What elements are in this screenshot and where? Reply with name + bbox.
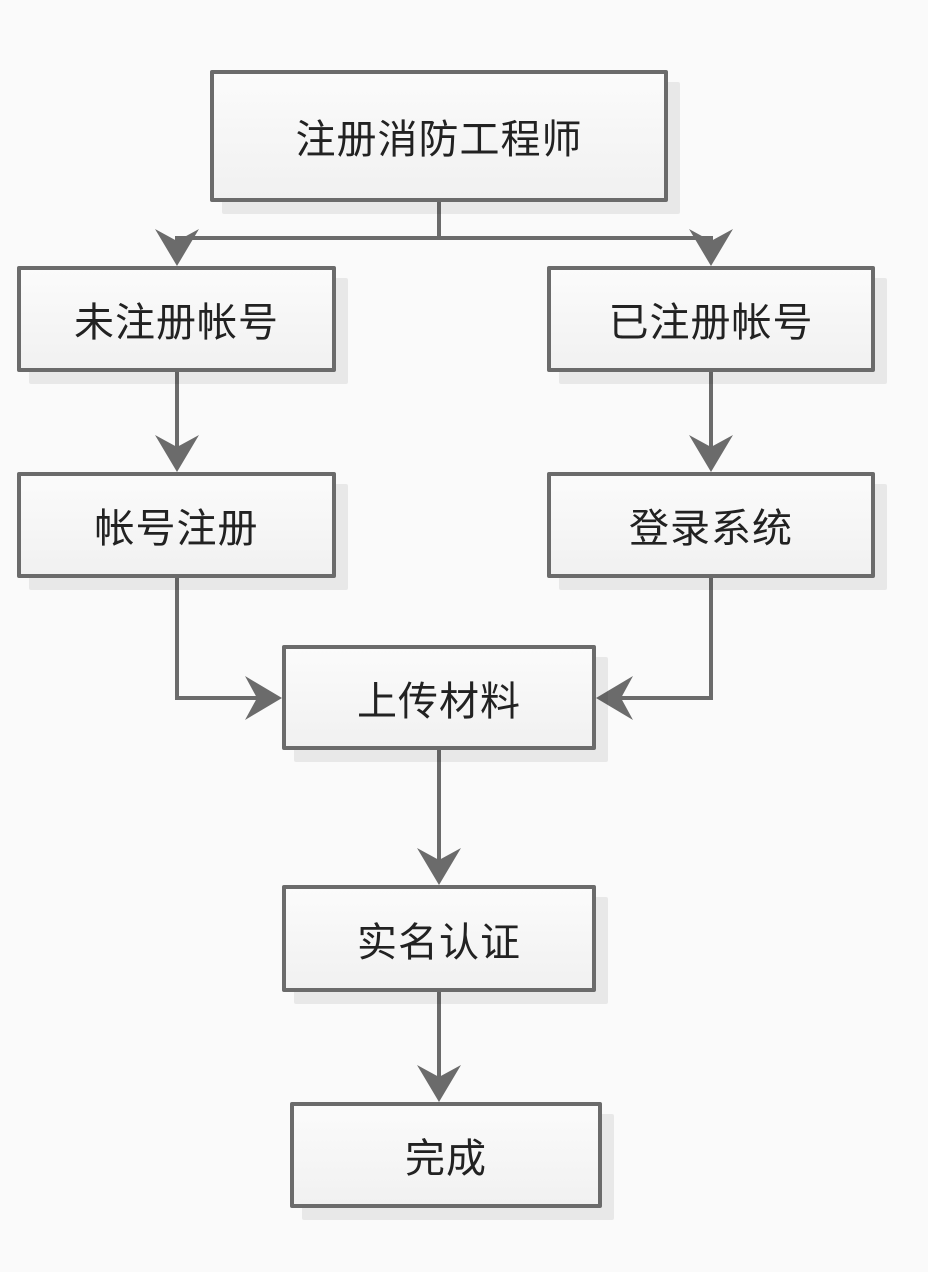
node-label: 已注册帐号	[608, 300, 814, 346]
node-label: 完成	[405, 1136, 487, 1182]
node-label: 未注册帐号	[74, 300, 279, 346]
arrowhead-signup	[155, 435, 199, 472]
arrowhead-unregistered	[155, 229, 199, 266]
edge-signup-upload	[175, 576, 264, 700]
arrowhead-registered	[689, 229, 733, 266]
arrowhead-login	[689, 435, 733, 472]
arrowhead-upload-right	[596, 676, 633, 720]
node-upload-materials: 上传材料	[282, 645, 596, 750]
arrowhead-upload-left	[245, 676, 282, 720]
node-login-system: 登录系统	[547, 472, 875, 578]
node-register-fire-engineer: 注册消防工程师	[210, 70, 668, 202]
node-complete: 完成	[290, 1102, 602, 1208]
node-registered-account: 已注册帐号	[547, 266, 875, 372]
arrowhead-verify	[417, 848, 461, 885]
node-label: 登录系统	[629, 506, 793, 552]
node-real-name-verification: 实名认证	[282, 885, 596, 992]
arrowhead-done	[417, 1065, 461, 1102]
node-unregistered-account: 未注册帐号	[17, 266, 336, 372]
node-label: 注册消防工程师	[295, 117, 583, 163]
node-label: 实名认证	[357, 919, 521, 966]
node-label: 上传材料	[357, 678, 521, 725]
node-label: 帐号注册	[94, 506, 259, 552]
node-account-signup: 帐号注册	[17, 472, 336, 578]
edge-login-upload	[614, 576, 713, 700]
